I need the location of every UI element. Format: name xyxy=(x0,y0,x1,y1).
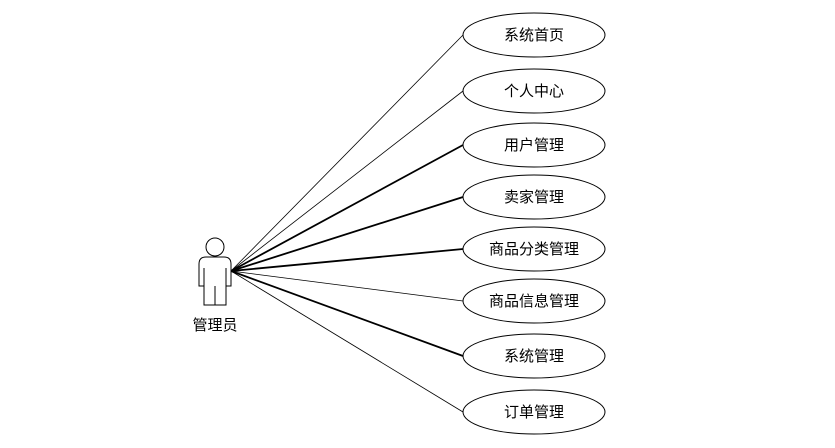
use-case-label: 商品信息管理 xyxy=(489,292,579,310)
use-case-ellipse xyxy=(462,333,606,379)
use-case-ellipse xyxy=(462,122,606,168)
actor-label: 管理员 xyxy=(192,316,237,334)
use-case-seller-management: 卖家管理 xyxy=(462,174,606,220)
use-case-user-management: 用户管理 xyxy=(462,122,606,168)
use-case-ellipse xyxy=(462,68,606,114)
use-case-ellipse xyxy=(462,278,606,324)
use-case-label: 商品分类管理 xyxy=(489,240,579,258)
association-line-product-info-management xyxy=(230,270,464,302)
use-case-system-management: 系统管理 xyxy=(462,333,606,379)
use-case-home: 系统首页 xyxy=(462,12,606,58)
association-line-system-management xyxy=(230,270,464,357)
use-case-label: 卖家管理 xyxy=(504,188,564,206)
use-case-label: 系统首页 xyxy=(504,26,564,44)
use-case-ellipse xyxy=(462,226,606,272)
association-lines xyxy=(230,34,464,413)
use-case-ellipse xyxy=(462,12,606,58)
association-line-category-management xyxy=(230,248,464,272)
use-case-label: 系统管理 xyxy=(504,347,564,365)
association-line-home xyxy=(230,34,464,272)
use-case-label: 个人中心 xyxy=(504,82,564,100)
use-case-ellipse xyxy=(462,174,606,220)
use-case-label: 订单管理 xyxy=(504,403,564,421)
use-case-label: 用户管理 xyxy=(504,136,564,154)
use-case-ellipse xyxy=(462,389,606,435)
association-line-seller-management xyxy=(230,196,464,272)
association-line-personal-center xyxy=(230,90,464,272)
actor: 管理员 xyxy=(192,237,238,334)
use-case-product-info-management: 商品信息管理 xyxy=(462,278,606,324)
use-case-personal-center: 个人中心 xyxy=(462,68,606,114)
association-line-user-management xyxy=(230,144,464,272)
stick-figure-actor-icon xyxy=(198,237,232,306)
association-line-order-management xyxy=(230,270,464,413)
use-case-order-management: 订单管理 xyxy=(462,389,606,435)
use-case-category-management: 商品分类管理 xyxy=(462,226,606,272)
